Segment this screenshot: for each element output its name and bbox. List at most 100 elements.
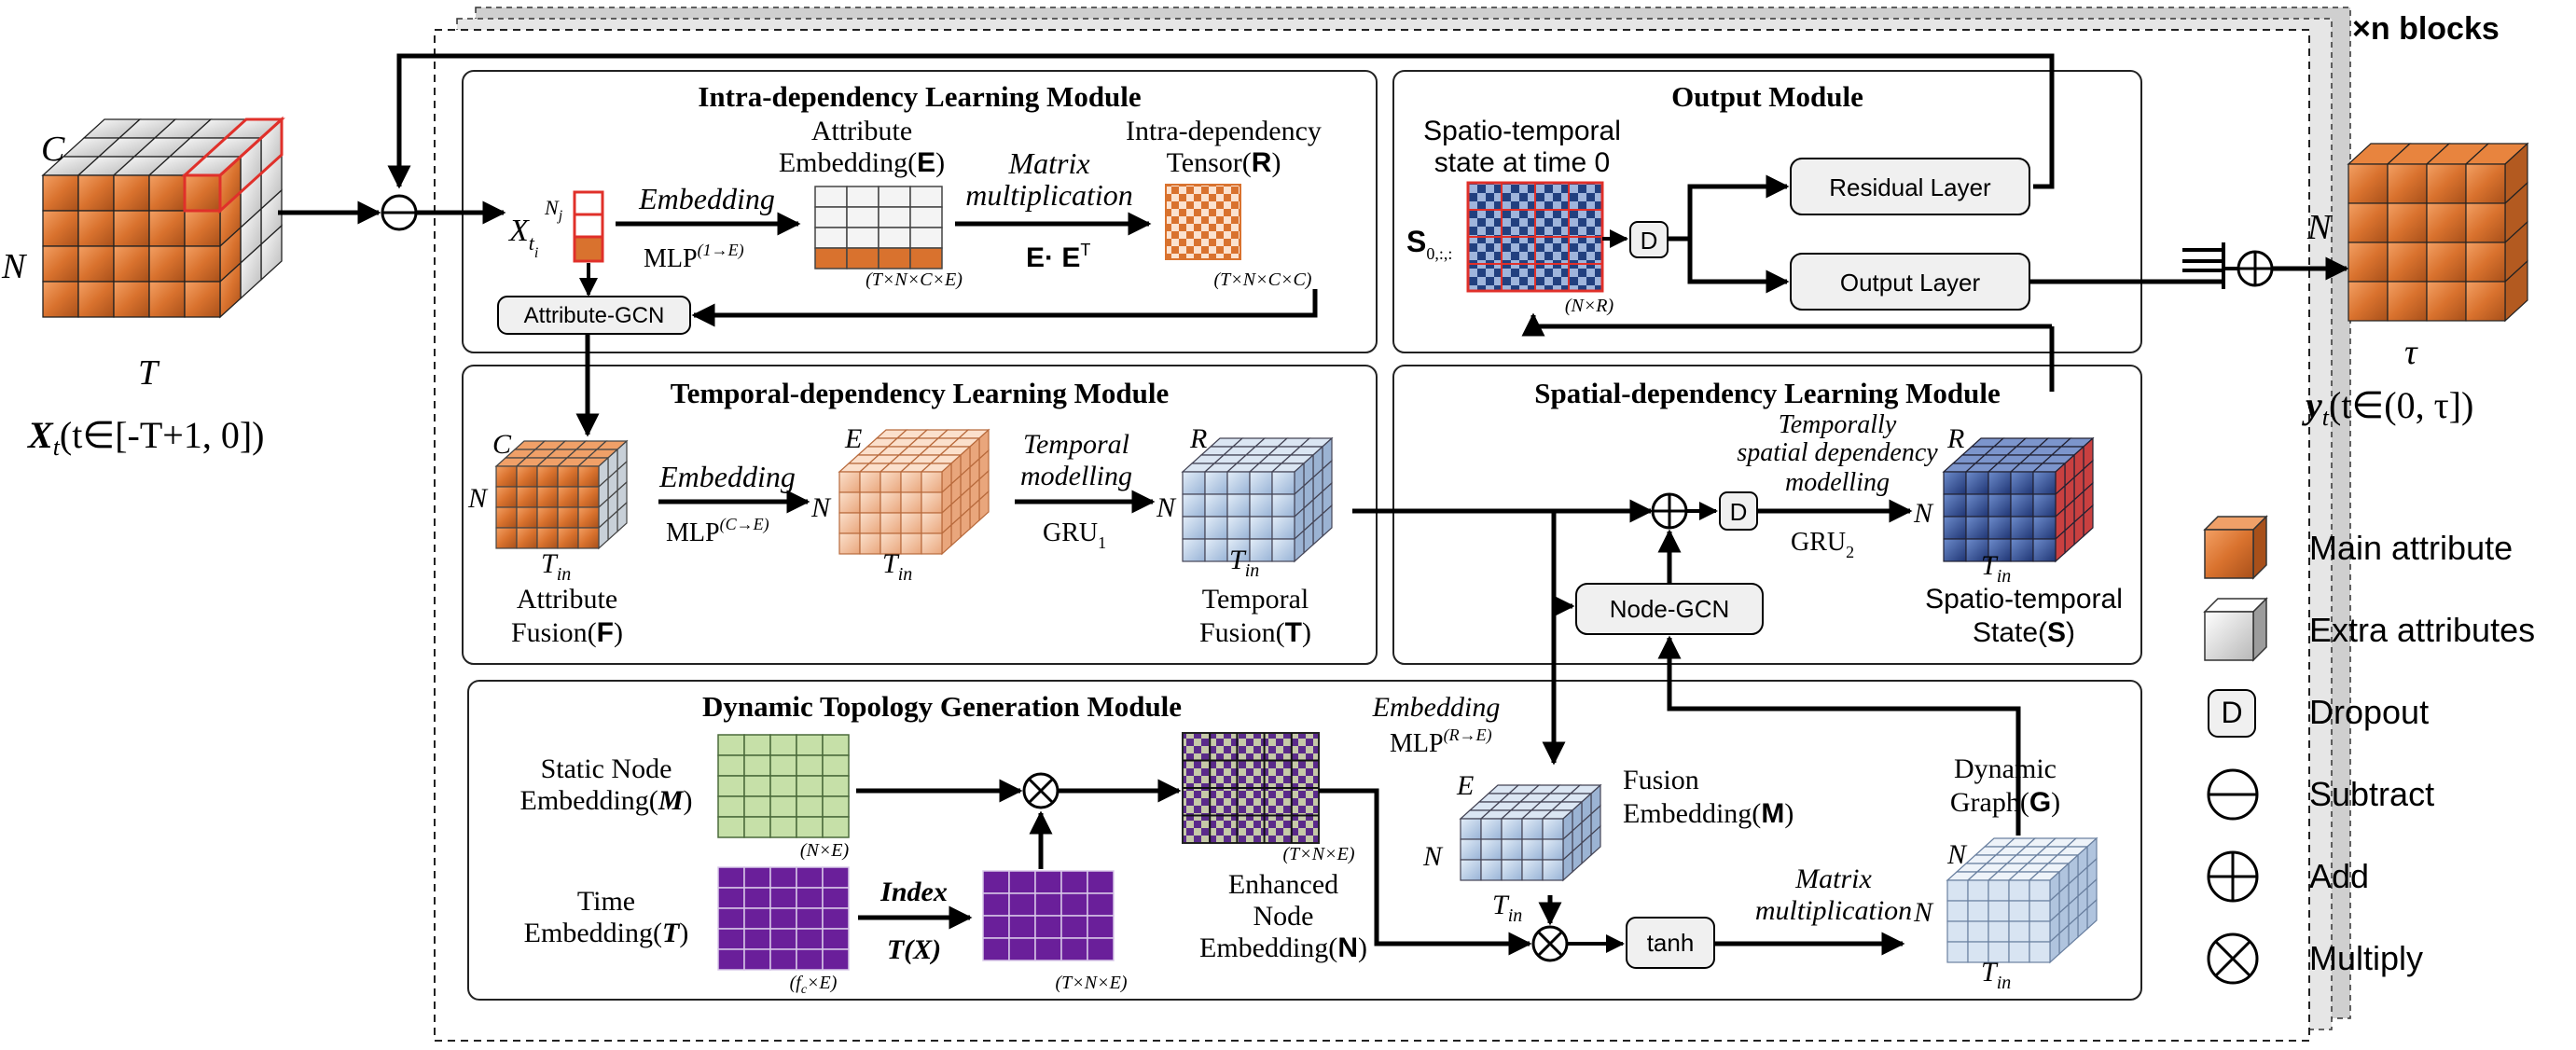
tx-dims: (T×N×E) — [1056, 973, 1128, 993]
enh-label-3: Embedding(N) — [1199, 933, 1367, 963]
enh-label-2: Node — [1253, 901, 1314, 932]
attribute-embedding-matrix — [814, 186, 943, 269]
attr-emb-label-2: Embedding(E) — [779, 147, 945, 178]
m-tin-label: Tin — [1492, 890, 1522, 926]
time-dims: (fc×E) — [790, 973, 838, 997]
dynamic-module-title: Dynamic Topology Generation Module — [702, 690, 1182, 723]
e-e-label: E — [844, 423, 862, 454]
dropout-icon: D — [2208, 689, 2256, 738]
attribute-gcn-label: Attribute-GCN — [524, 303, 665, 328]
legend-label: Main attribute — [2309, 529, 2513, 567]
n-blocks-label: ×n blocks — [2352, 11, 2500, 47]
matrix-mult-label-1: Matrix — [1007, 146, 1089, 180]
time-embedding-matrix — [717, 866, 850, 971]
node-gcn-label: Node-GCN — [1610, 595, 1730, 623]
dropout-to-residual-line — [1668, 174, 1790, 242]
attribute-gcn-box[interactable] — [497, 296, 691, 335]
multiply-icon — [2207, 933, 2259, 985]
e-n-label: N — [810, 492, 832, 523]
spatial-module-box — [1392, 365, 2142, 665]
output-n-label: N — [2306, 208, 2334, 247]
output-module-title: Output Module — [1671, 80, 1863, 113]
output-cube — [2347, 142, 2529, 323]
d-mlp-label: MLP(R→E) — [1390, 725, 1492, 758]
fusion-label-1: Fusion — [1623, 765, 1699, 795]
legend-label: Extra attributes — [2309, 611, 2535, 649]
gray-cube-icon — [2203, 597, 2268, 662]
embedding-cube — [838, 428, 990, 556]
output-dropout-label: D — [1641, 227, 1658, 255]
input-t-label: T — [138, 353, 160, 393]
spatial-up-line — [1521, 312, 2052, 337]
intra-tensor-label-2: Tensor(R) — [1167, 147, 1281, 178]
subtract-icon — [2207, 768, 2259, 821]
enhanced-to-mult-line — [1319, 788, 1532, 956]
s-state-label-2: State(S) — [1973, 617, 2075, 648]
legend-label: Multiply — [2309, 939, 2423, 977]
temporal-fusion-cube — [1181, 436, 1334, 563]
attr-emb-label-1: Attribute — [811, 116, 912, 146]
intra-mlp-label: MLP(1→E) — [644, 241, 744, 273]
temporal-modelling-1: Temporal — [1023, 429, 1129, 460]
state-time0-label-1: Spatio-temporal — [1423, 116, 1621, 146]
static-emb-label-1: Static Node — [541, 753, 672, 784]
indexed-time-embedding-matrix — [982, 870, 1115, 961]
state-time0-label-2: state at time 0 — [1434, 147, 1610, 178]
fusion-label-2: Embedding(M) — [1623, 798, 1794, 829]
dropout-to-output-line — [1687, 239, 1790, 294]
f-label-2: Fusion(F) — [511, 617, 623, 648]
g-tin-label: Tin — [1981, 957, 2011, 993]
e-tin-label: Tin — [882, 548, 912, 585]
input-caption: Xt(t∈[-T+1, 0]) — [26, 414, 264, 461]
s-n-label: N — [1913, 498, 1934, 529]
gru1-label: GRU1 — [1043, 518, 1106, 552]
temporal-modelling-2: modelling — [1020, 461, 1132, 491]
t-embedding-label: Embedding — [658, 460, 796, 493]
temporal-module-title: Temporal-dependency Learning Module — [671, 377, 1170, 409]
t-mlp-label: MLP(C→E) — [666, 515, 769, 547]
s0-dims: (N×R) — [1565, 296, 1614, 316]
residual-feedback-line — [387, 53, 2055, 189]
intra-module-title: Intra-dependency Learning Module — [698, 80, 1141, 113]
time-emb-label-1: Time — [577, 886, 635, 917]
fusion-embedding-cube — [1459, 783, 1602, 882]
dynamic-module-box — [467, 680, 2142, 1001]
static-node-embedding-matrix — [717, 734, 850, 838]
spatial-module-title: Spatial-dependency Learning Module — [1534, 377, 2001, 409]
orange-cube-icon — [2203, 515, 2268, 580]
temporal-module-box — [462, 365, 1378, 665]
output-caption: yt(t∈(0, τ]) — [2302, 384, 2473, 431]
add-icon — [2207, 850, 2259, 903]
t-n-label: N — [1156, 492, 1177, 523]
intra-dependency-tensor — [1165, 184, 1241, 260]
gru2-label: GRU2 — [1791, 528, 1854, 561]
index-label: Index — [879, 877, 948, 907]
s0-label: S0,:,: — [1406, 225, 1452, 263]
g-n-label-1: N — [1946, 839, 1968, 870]
attr-emb-dims: (T×N×C×E) — [866, 269, 963, 290]
tensor-to-gcn-line — [691, 289, 1318, 327]
f-tin-label: Tin — [541, 548, 571, 585]
g-n-label-2: N — [1913, 897, 1934, 928]
intra-tensor-dims: (T×N×C×C) — [1214, 269, 1312, 290]
tf-label-2: Fusion(T) — [1199, 617, 1311, 648]
intra-tensor-label-1: Intra-dependency — [1126, 116, 1322, 146]
intra-embedding-label: Embedding — [638, 182, 775, 215]
output-module-box — [1392, 70, 2142, 353]
s-state-label-1: Spatio-temporal — [1925, 584, 2123, 615]
tanh-label: tanh — [1647, 929, 1695, 957]
spatio-temporal-state-cube — [1942, 436, 2095, 563]
residual-layer-button[interactable] — [1790, 158, 2030, 215]
x-ti-nj-label: Xti — [507, 214, 538, 261]
node-gcn-box[interactable] — [1575, 583, 1764, 635]
enh-label-1: Enhanced — [1228, 869, 1338, 900]
ee-formula: E· ET — [1026, 241, 1090, 273]
f-label-1: Attribute — [517, 584, 617, 615]
x-sup-label: Nj — [544, 196, 563, 224]
input-cube — [41, 116, 285, 319]
time-emb-label-2: Embedding(T) — [524, 918, 689, 948]
d-embedding-label: Embedding — [1372, 692, 1501, 723]
attribute-vector — [573, 190, 604, 263]
legend-label: Subtract — [2309, 775, 2434, 813]
